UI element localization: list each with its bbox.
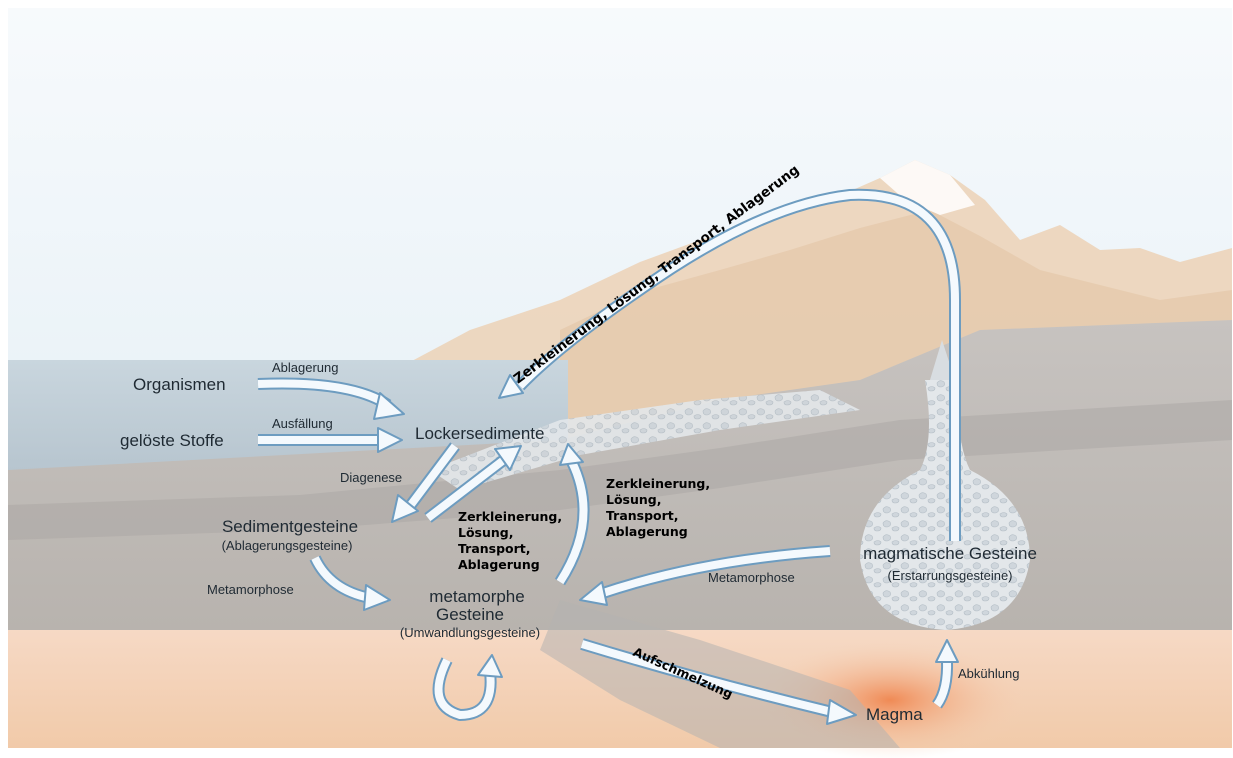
weathering-mid-line: Ablagerung	[458, 557, 540, 572]
weathering-right-line: Zerkleinerung,	[606, 476, 710, 491]
arrow-metamorphe-lockersedimente	[554, 443, 590, 586]
arrow-metamorphic-loop	[432, 654, 503, 721]
arrow-aufschmelzung	[580, 638, 857, 725]
node-geloeste-stoffe: gelöste Stoffe	[120, 431, 224, 450]
weathering-mid-line: Zerkleinerung,	[458, 509, 562, 524]
arrow-abkuehlung	[931, 639, 959, 709]
weathering-right-line: Transport,	[606, 508, 679, 523]
edge-label-diagenese: Diagenese	[340, 470, 402, 485]
node-sedimentgesteine-subtitle: (Ablagerungsgesteine)	[222, 538, 353, 553]
arrow-geloeste-lockersedimente	[258, 427, 403, 453]
weathering-right-line: Lösung,	[606, 492, 662, 507]
node-magma: Magma	[866, 705, 923, 724]
weathering-right-line: Ablagerung	[606, 524, 688, 539]
node-sedimentgesteine: Sedimentgesteine	[222, 517, 358, 536]
arrow-metamorphose-left	[309, 555, 391, 611]
edge-label-metamorphose-left: Metamorphose	[207, 582, 294, 597]
node-metamorphe-line2: Gesteine	[436, 605, 504, 624]
node-organismen: Organismen	[133, 375, 226, 394]
edge-label-weathering-right: Zerkleinerung, Lösung, Transport, Ablage…	[606, 476, 710, 539]
arrow-metamorphose-right	[579, 545, 831, 606]
node-labels: Organismen gelöste Stoffe Lockersediment…	[120, 375, 1037, 724]
weathering-mid-line: Transport,	[458, 541, 531, 556]
node-metamorphe-line1: metamorphe	[429, 587, 524, 606]
arrow-top-arc	[498, 188, 961, 541]
edge-label-ablagerung: Ablagerung	[272, 360, 339, 375]
arrow-diagenese	[391, 442, 460, 523]
weathering-mid-line: Lösung,	[458, 525, 514, 540]
arrow-sediment-lockersedimente	[424, 445, 522, 523]
edge-label-weathering-mid: Zerkleinerung, Lösung, Transport, Ablage…	[458, 509, 562, 572]
node-magmatische: magmatische Gesteine	[863, 544, 1037, 563]
node-lockersedimente: Lockersedimente	[415, 424, 544, 443]
cycle-arrows	[257, 188, 961, 725]
edge-label-metamorphose-right: Metamorphose	[708, 570, 795, 585]
edge-label-ausfaellung: Ausfällung	[272, 416, 333, 431]
edge-label-abkuehlung: Abkühlung	[958, 666, 1019, 681]
arrow-organismen-lockersedimente	[257, 377, 405, 420]
node-metamorphe-subtitle: (Umwandlungsgesteine)	[400, 625, 540, 640]
node-magmatische-subtitle: (Erstarrungsgesteine)	[888, 568, 1013, 583]
